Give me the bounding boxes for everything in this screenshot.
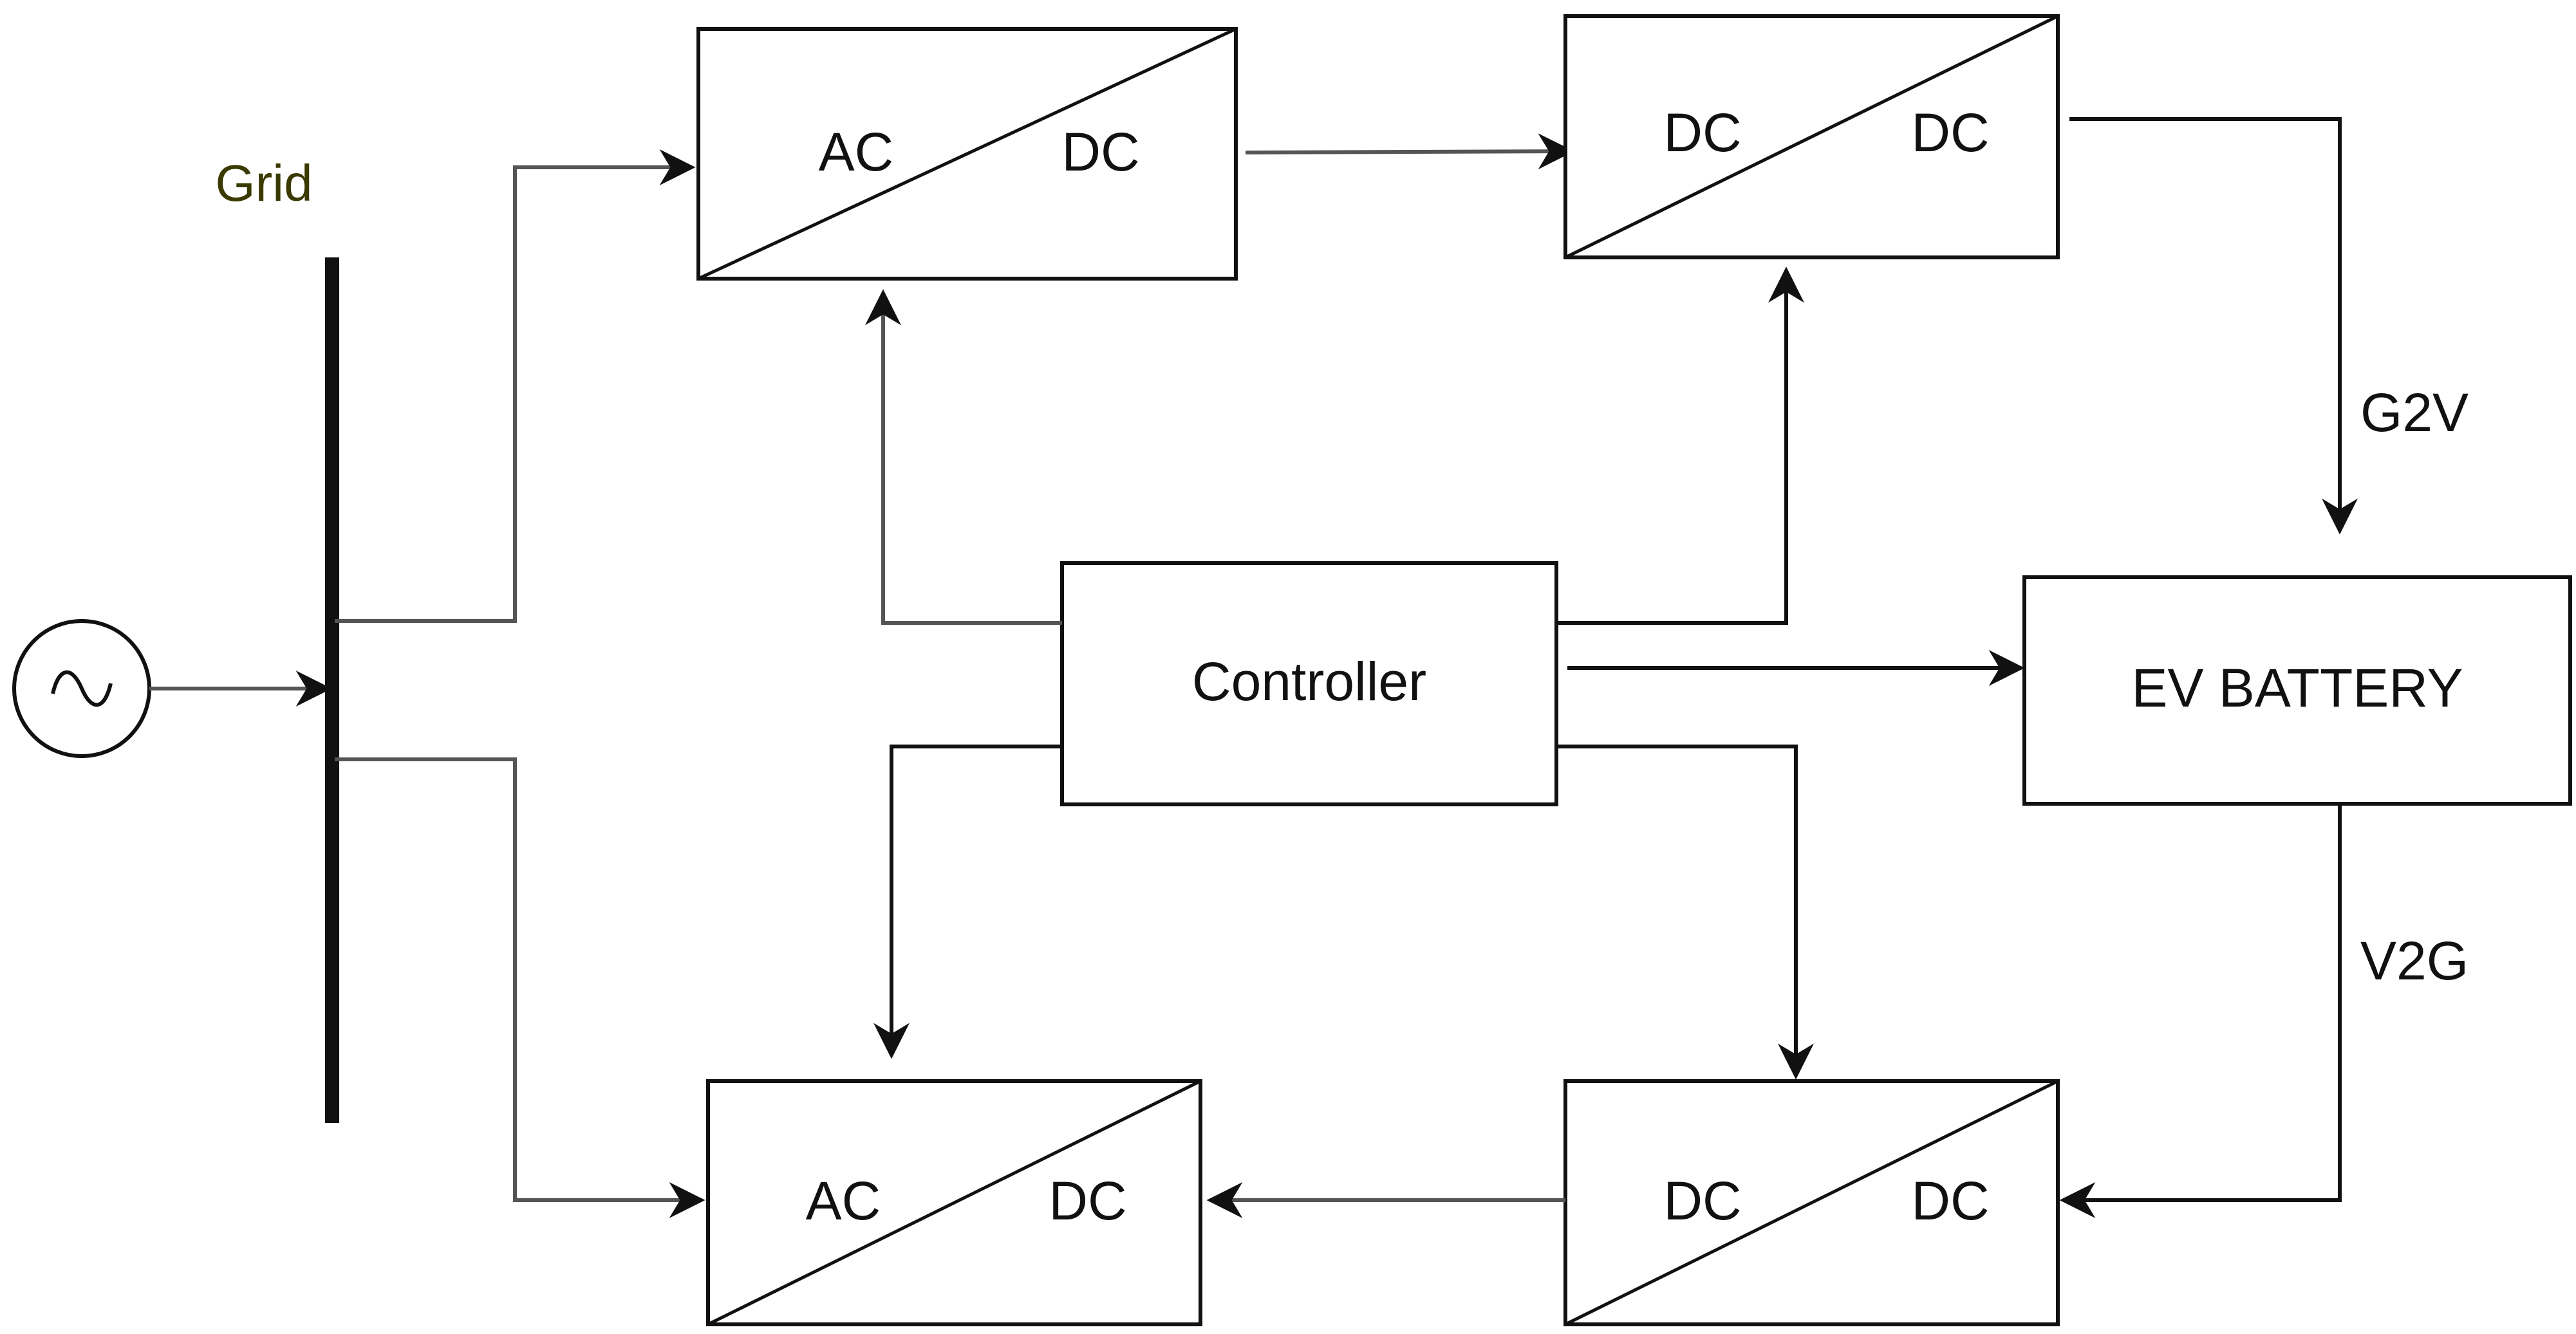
converter-ac-dc-bottom-left-label: AC	[806, 1171, 881, 1231]
converter-ac-dc-top-left-label: AC	[819, 122, 894, 182]
grid-to-bottom-acdc-line	[335, 757, 705, 1218]
converter-dc-dc-top-right-label: DC	[1911, 102, 1989, 163]
top-acdc-to-dcdc-line	[1245, 133, 1574, 170]
ev-battery-label: EV BATTERY	[2131, 658, 2463, 718]
grid-label: Grid	[215, 154, 312, 212]
converter-dc-dc-bottom-right-label: DC	[1911, 1171, 1989, 1231]
controller-to-top-acdc-line	[865, 289, 1062, 625]
controller-to-bottom-dcdc-line	[1556, 745, 1814, 1080]
grid-to-top-acdc-line	[335, 149, 696, 623]
converter-ac-dc-top-right-label: DC	[1061, 122, 1139, 182]
v2g-line	[2059, 804, 2342, 1218]
controller-to-top-dcdc-line	[1556, 266, 1804, 625]
converter-dc-dc-bottom: DC DC	[1563, 1079, 2060, 1326]
converter-ac-dc-bottom: AC DC	[706, 1079, 1202, 1326]
g2v-line	[2069, 117, 2358, 535]
converter-dc-dc-top-left-label: DC	[1663, 102, 1741, 163]
controller-label: Controller	[1192, 651, 1426, 712]
v2g-label: V2G	[2360, 931, 2469, 991]
controller-to-bottom-acdc-line	[873, 745, 1062, 1059]
converter-ac-dc-bottom-right-label: DC	[1049, 1171, 1126, 1231]
sine-wave-icon	[51, 670, 113, 707]
controller: Controller	[1060, 561, 1558, 806]
converter-dc-dc-bottom-left-label: DC	[1663, 1171, 1741, 1231]
g2v-label: G2V	[2360, 382, 2469, 443]
ev-battery: EV BATTERY	[2022, 575, 2572, 806]
converter-ac-dc-top: AC DC	[696, 27, 1238, 281]
converter-dc-dc-top: DC DC	[1563, 14, 2060, 259]
ac-source	[12, 619, 151, 758]
